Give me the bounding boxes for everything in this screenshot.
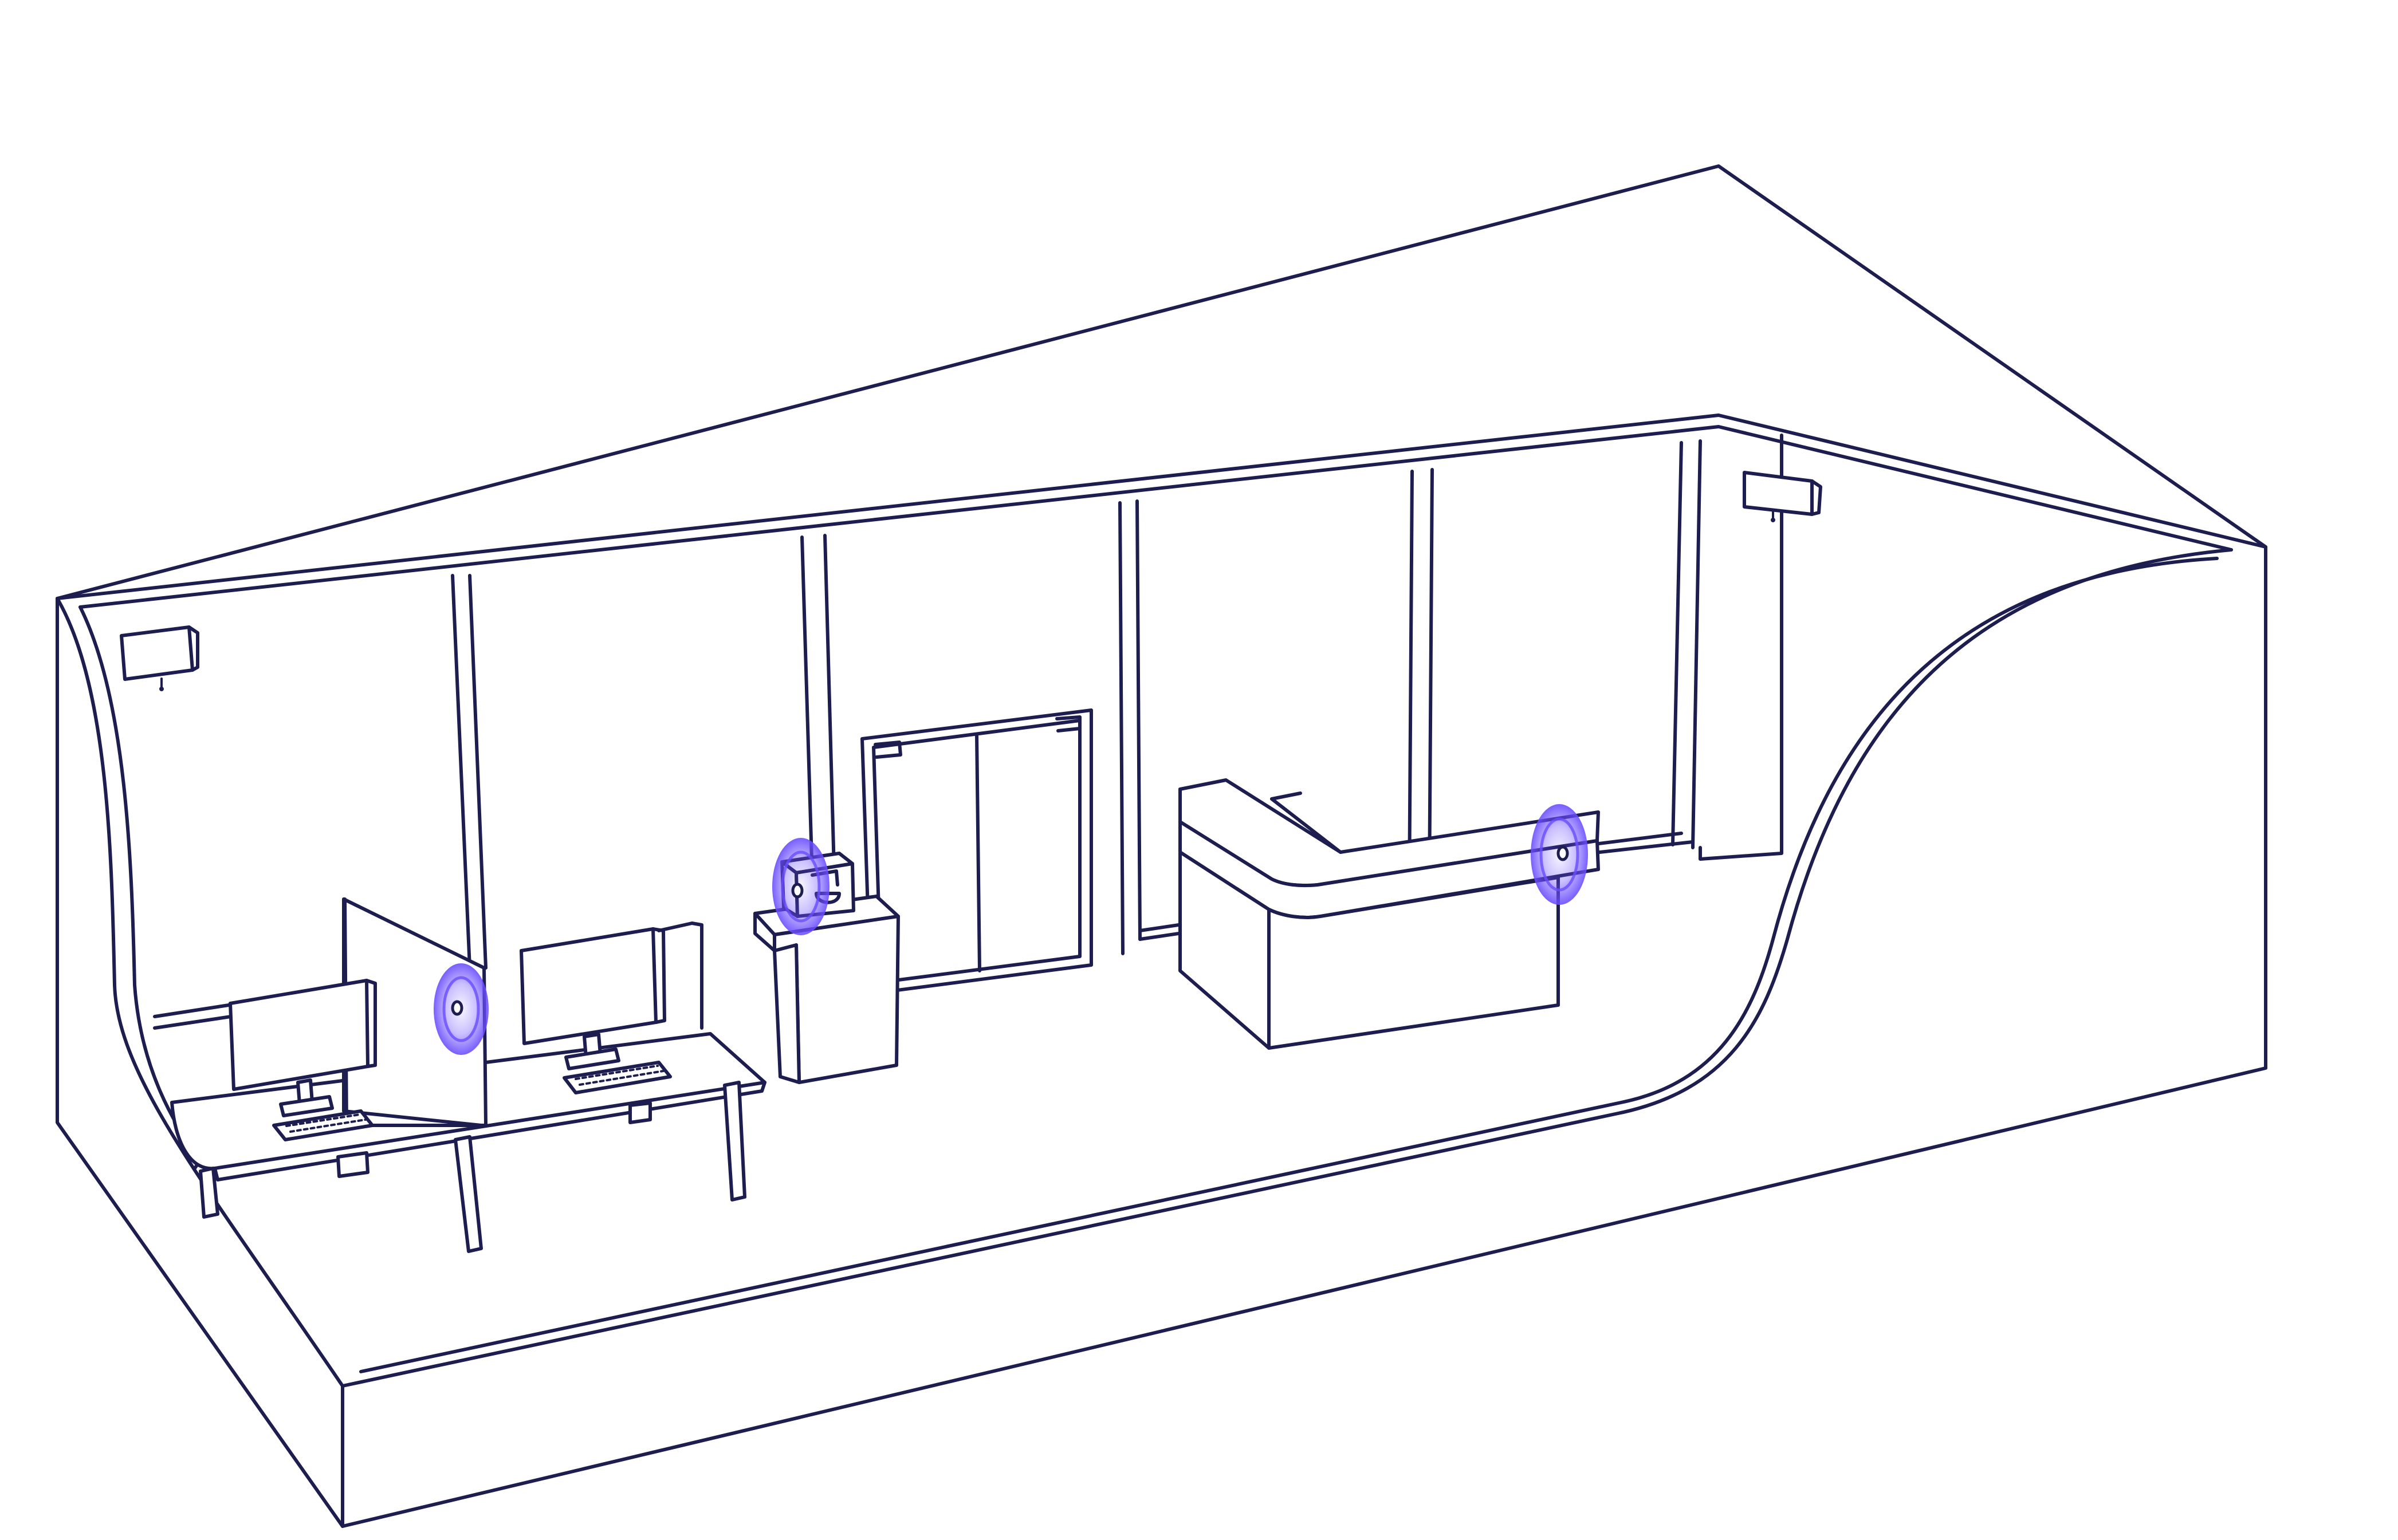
mullion-4b (1428, 468, 1434, 895)
left-curved-wall-inner (78, 605, 202, 1161)
mullion-5b (1691, 439, 1702, 849)
back-wall-top-inner (78, 425, 2233, 609)
door-hinge-right (1055, 715, 1082, 732)
desk-leg-middle (454, 1135, 483, 1253)
cabinet-side (773, 943, 801, 1084)
left-keyboard (272, 1109, 374, 1141)
counter-inner-notch (1270, 791, 1302, 801)
desk-foot-left (336, 1151, 369, 1178)
mullion-5 (1671, 441, 1683, 846)
floor-edge (341, 548, 2233, 1388)
mullion-4 (1408, 470, 1414, 898)
left-monitor-side (365, 979, 377, 1068)
divider-edge (342, 897, 483, 1127)
double-door[interactable] (860, 708, 1093, 995)
door-hinge-left (874, 741, 902, 759)
counter-front (1267, 876, 1560, 1050)
reception-counter (1178, 778, 1600, 1050)
workstation-desk (170, 897, 766, 1253)
room-shell (56, 164, 2267, 1528)
right-ceiling-sensor-icon (1743, 471, 1822, 522)
desk-leg-right (723, 1081, 746, 1202)
wall-desk-beacon[interactable] (434, 963, 489, 1055)
left-monitor-base (279, 1095, 334, 1117)
desk-top-edge (213, 1081, 766, 1181)
mullion-3 (1118, 501, 1125, 955)
front-base (56, 164, 2267, 1528)
floor-edge-inner (359, 557, 2219, 1373)
sofa-beacon[interactable] (1531, 804, 1588, 905)
window-sill-right-inner (1588, 832, 1683, 846)
mullion-1b (468, 574, 488, 970)
mullion-1 (451, 574, 471, 970)
right-partition (657, 921, 703, 1030)
right-monitor-base (564, 1047, 620, 1070)
window-sill-right (1588, 840, 1695, 855)
coffee-machine-beacon[interactable] (772, 838, 830, 935)
counter-inner-edge (1270, 797, 1342, 854)
mullion-3b (1135, 499, 1142, 941)
mullion-2b (823, 534, 837, 912)
left-ceiling-sensor-icon (120, 625, 199, 691)
door-split (975, 733, 981, 972)
window-frames (153, 434, 1783, 1030)
desk-foot-mid (628, 1101, 652, 1124)
right-monitor (520, 927, 658, 1045)
right-window-edge (1699, 434, 1783, 861)
back-wall-top (56, 413, 2267, 600)
desk-leg-left (199, 1167, 219, 1219)
left-curved-wall (56, 597, 344, 1388)
